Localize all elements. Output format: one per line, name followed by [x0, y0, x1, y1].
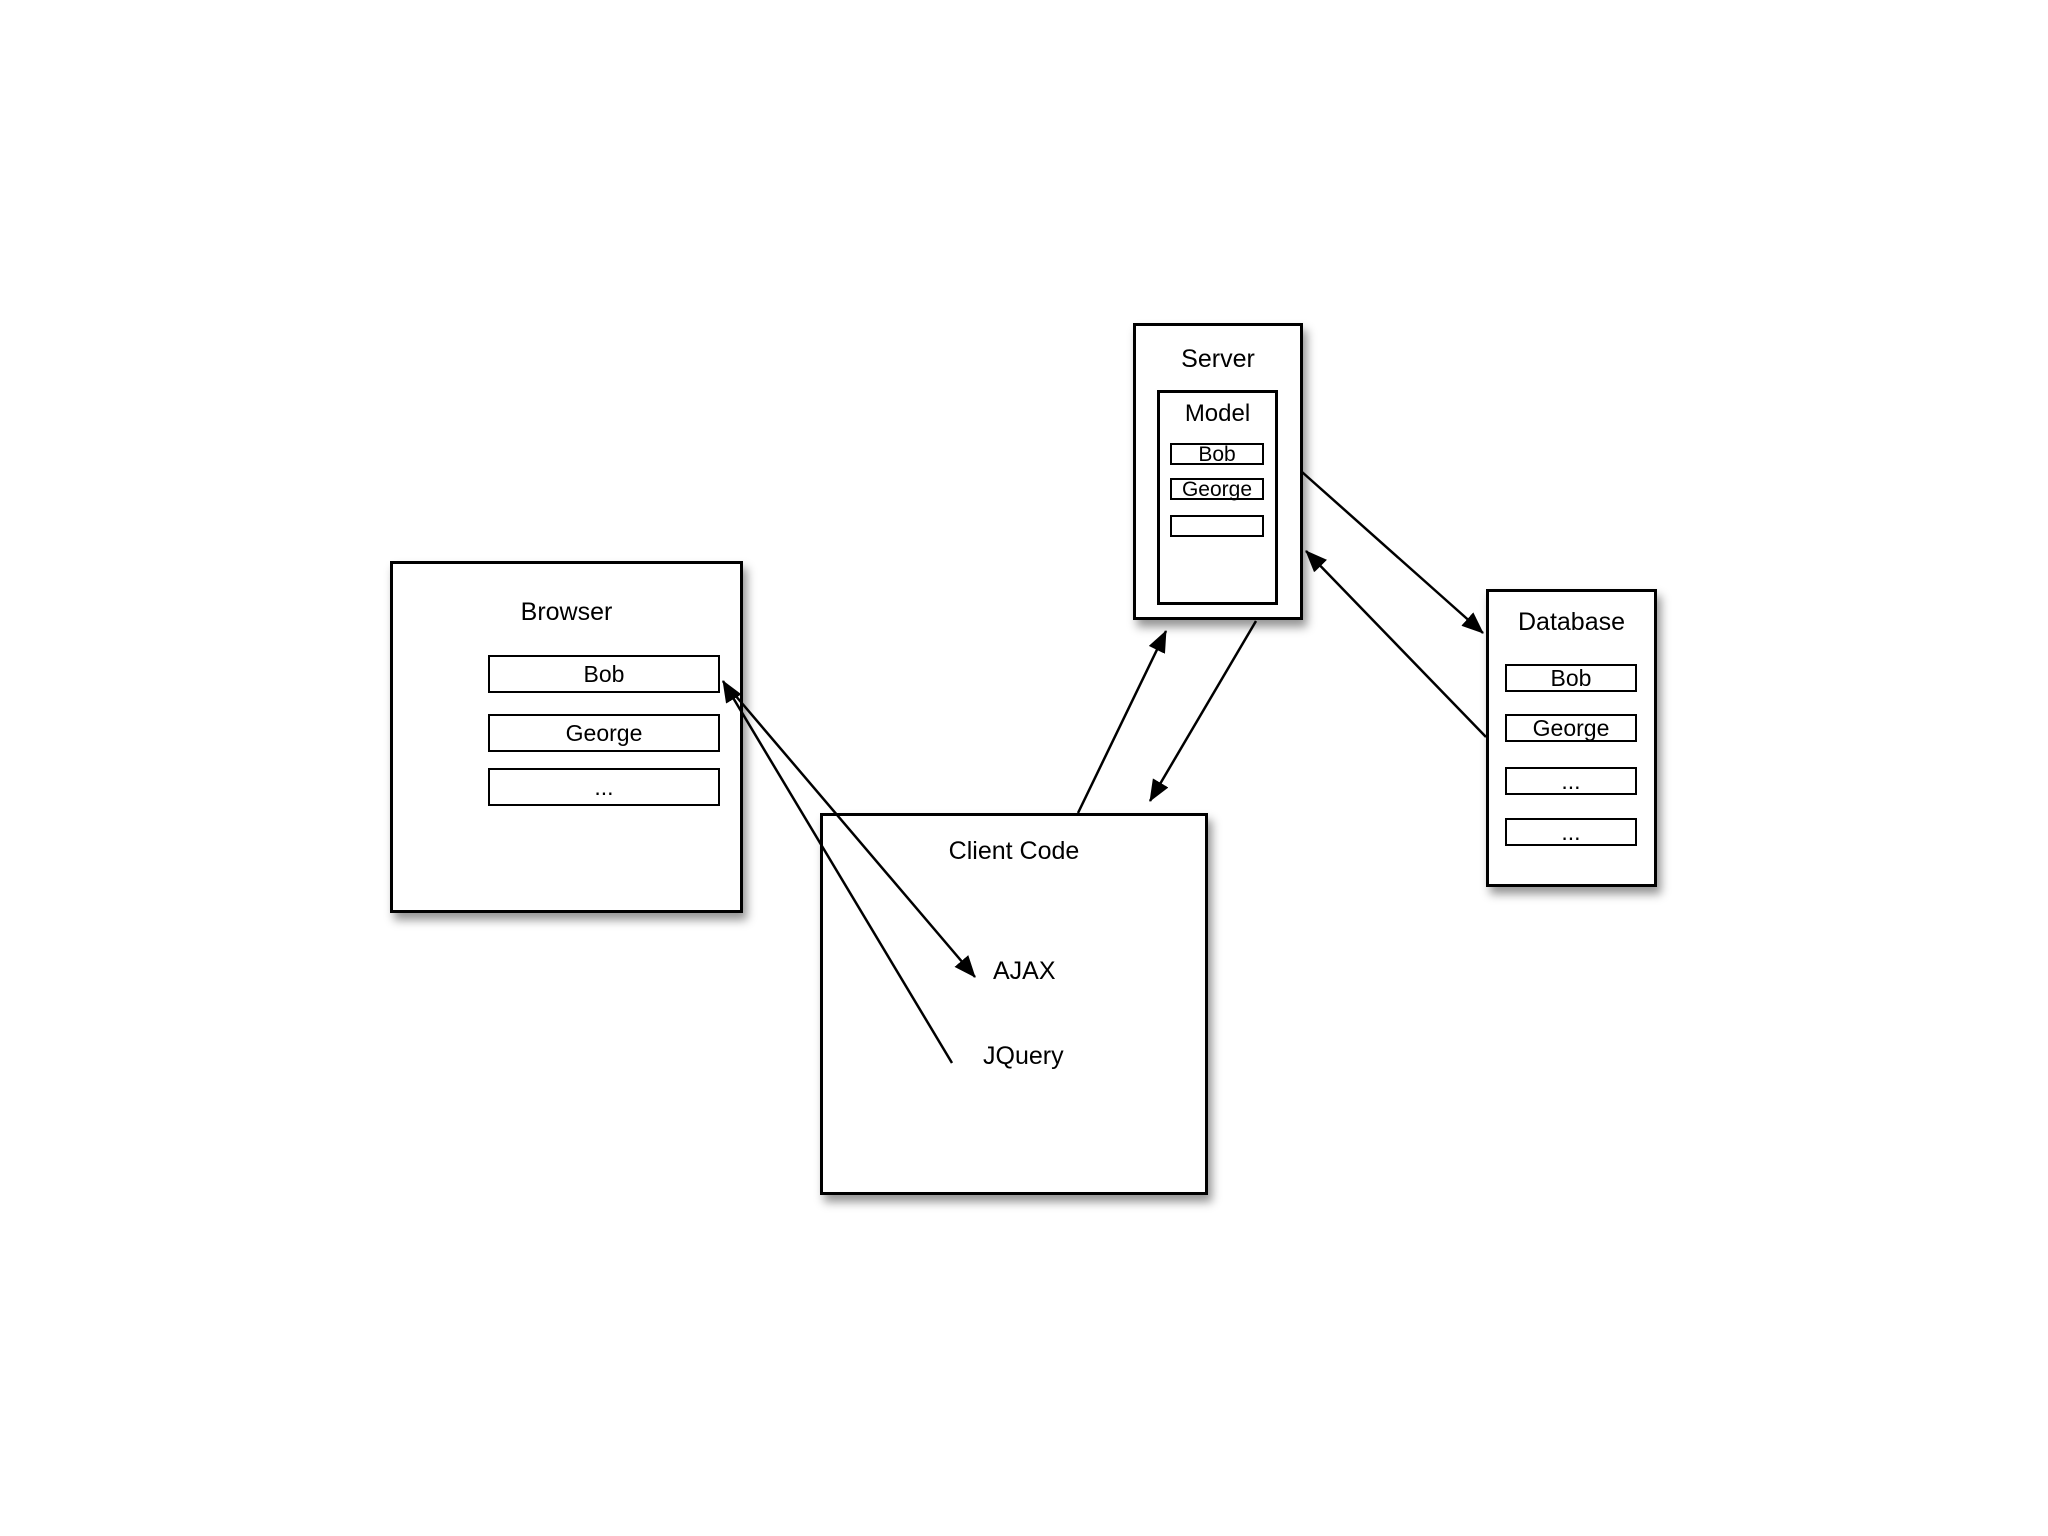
- arrow-database-to-server: [1305, 550, 1487, 738]
- database-title: Database: [1517, 608, 1626, 636]
- browser-box: Browser Bob George ...: [390, 561, 743, 913]
- server-box: Server Model Bob George: [1133, 323, 1303, 620]
- model-box: Model Bob George: [1157, 390, 1278, 605]
- server-title: Server: [1181, 345, 1255, 373]
- model-title: Model: [1184, 400, 1251, 427]
- browser-title: Browser: [520, 598, 613, 626]
- browser-row-george: George: [488, 714, 720, 752]
- database-row-ellipsis-1: ...: [1505, 767, 1637, 795]
- model-row-bob: Bob: [1170, 443, 1264, 465]
- database-box: Database Bob George ... ...: [1486, 589, 1657, 887]
- arrow-server-to-client-code: [1148, 620, 1258, 802]
- model-row-george: George: [1170, 478, 1264, 500]
- database-row-george: George: [1505, 714, 1637, 742]
- database-row-ellipsis-2: ...: [1505, 818, 1637, 846]
- database-row-bob: Bob: [1505, 664, 1637, 692]
- browser-row-bob: Bob: [488, 655, 720, 693]
- arrow-server-to-database: [1301, 471, 1484, 634]
- jquery-label: JQuery: [983, 1042, 1064, 1070]
- ajax-label: AJAX: [993, 957, 1056, 985]
- model-row-empty: [1170, 515, 1264, 537]
- client-code-box: Client Code AJAX JQuery: [820, 813, 1208, 1195]
- arrow-client-code-to-server: [1076, 630, 1168, 814]
- client-code-title: Client Code: [948, 837, 1080, 865]
- browser-row-ellipsis: ...: [488, 768, 720, 806]
